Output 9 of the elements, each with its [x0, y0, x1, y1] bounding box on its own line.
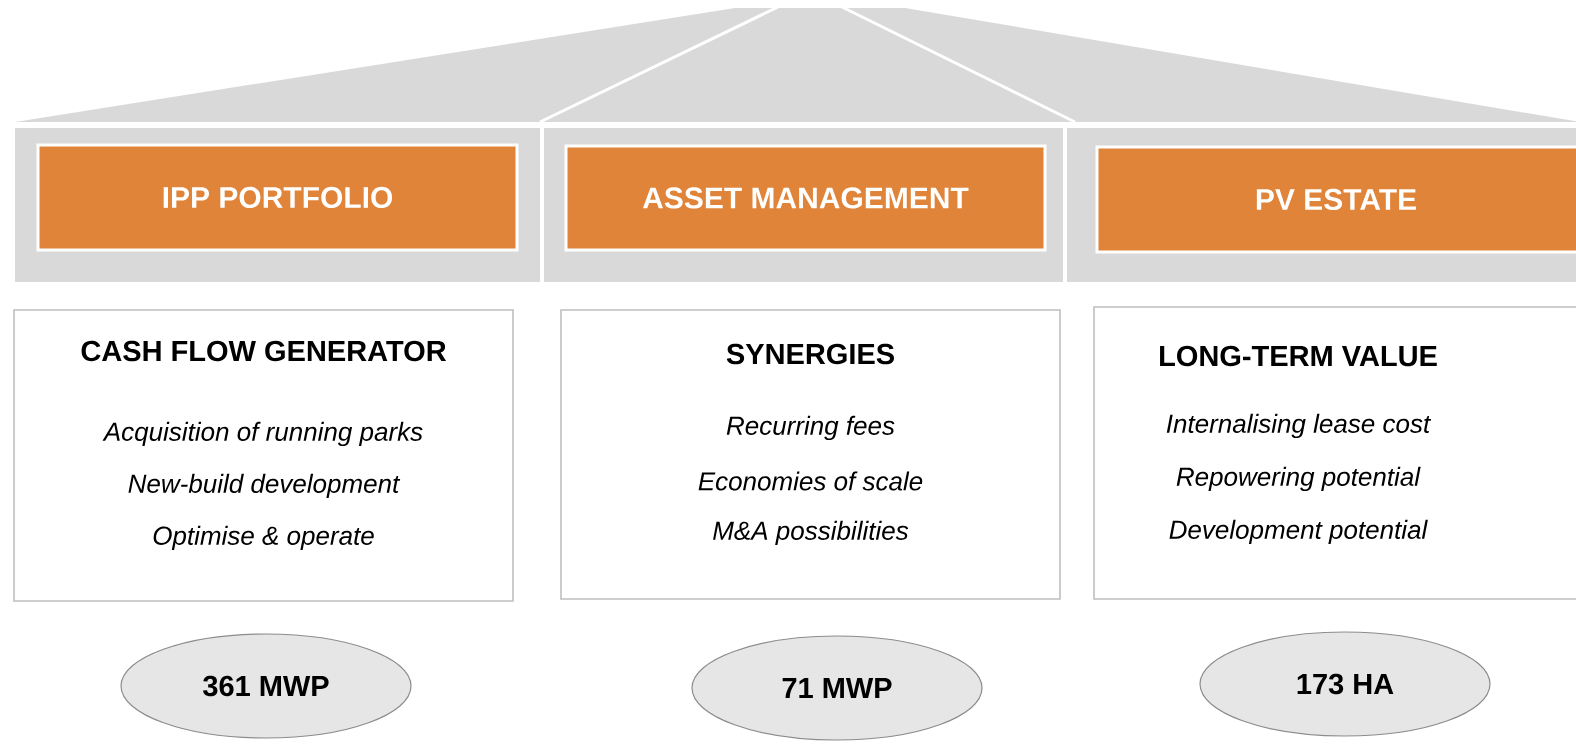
category-banner: ASSET MANAGEMENT — [564, 144, 1047, 252]
value-oval: 71 MWP — [691, 635, 983, 741]
text-card: CASH FLOW GENERATOR Acquisition of running parks New-build development Optimise & operate — [13, 309, 514, 602]
category-banner: IPP PORTFOLIO — [36, 143, 519, 252]
category-banner: PV ESTATE — [1095, 145, 1576, 254]
text-card: SYNERGIES Recurring fees Economies of scale M&A possibilities — [560, 309, 1061, 600]
text-card: LONG-TERM VALUE Internalising lease cost Repowering potential Development potential — [1093, 306, 1576, 600]
value-oval: 361 MWP — [120, 633, 412, 739]
value-oval: 173 HA — [1199, 631, 1491, 737]
